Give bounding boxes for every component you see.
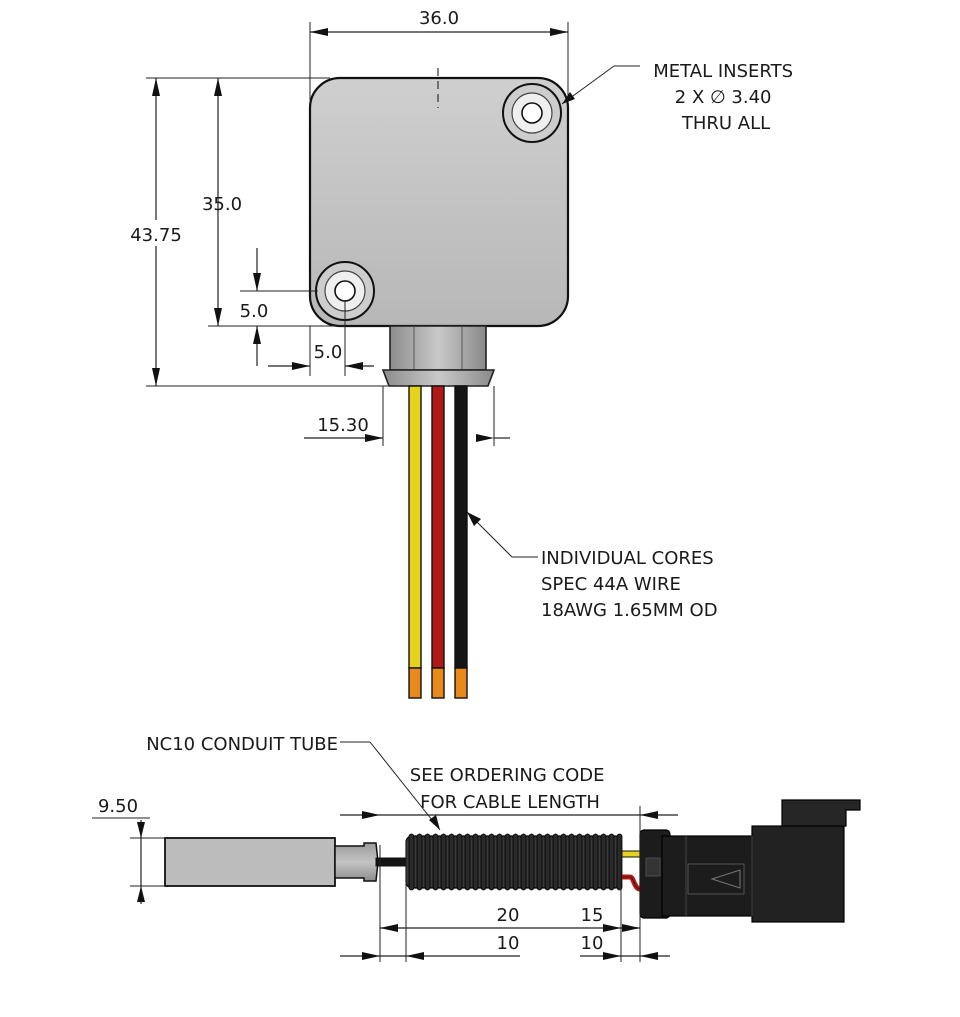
sensor-body-side: [164, 837, 336, 887]
dim-width-label: 36.0: [419, 8, 459, 29]
dim-height-body-label: 35.0: [202, 194, 242, 215]
dim-height-total: 43.75: [122, 77, 388, 387]
callout-conduit: NC10 CONDUIT TUBE: [146, 734, 441, 831]
callout-cores-line-1: INDIVIDUAL CORES: [541, 548, 714, 569]
wire-black: [454, 385, 468, 699]
gland-side: [334, 842, 379, 882]
callout-individual-cores: INDIVIDUAL CORES SPEC 44A WIRE 18AWG 1.6…: [466, 511, 719, 621]
dim-hole-offset-x: 5.0: [268, 300, 374, 376]
svg-text:INDIVIDUAL CORES SPEC: INDIVIDUAL CORES SPEC 44A WIRE 18AWG 1.6…: [541, 548, 719, 621]
ordering-note-line-1: SEE ORDERING CODE: [410, 765, 605, 786]
conduit-rib: [560, 833, 567, 891]
conduit-rib: [464, 833, 471, 891]
callout-inserts-line-2: 2 X ∅ 3.40: [675, 87, 772, 108]
callout-metal-inserts: METAL INSERTS 2 X ∅ 3.40 THRU ALL: [561, 61, 799, 134]
svg-text:METAL INSERTS 2 X ∅ 3.: METAL INSERTS 2 X ∅ 3.40 THRU ALL: [653, 61, 799, 134]
top-view: 36.0 43.75 35.0 5.0: [122, 8, 799, 699]
dim-thickness-label: 9.50: [98, 796, 138, 817]
connector: [639, 799, 861, 923]
conduit-rib: [416, 833, 423, 891]
conduit-rib: [568, 833, 575, 891]
dim-height-body: 35.0: [202, 77, 345, 327]
conduit-rib: [480, 833, 487, 891]
conduit-rib: [552, 833, 559, 891]
wire-yellow: [408, 385, 422, 699]
conduit-rib: [544, 833, 551, 891]
conduit-rib: [440, 833, 447, 891]
conduit-rib: [448, 833, 455, 891]
callout-inserts-line-1: METAL INSERTS: [653, 61, 793, 82]
conduit-rib: [456, 833, 463, 891]
dim-len-20-label: 20: [497, 905, 520, 926]
dim-thickness: 9.50: [92, 796, 165, 904]
conduit-rib: [496, 833, 503, 891]
conduit-label: NC10 CONDUIT TUBE: [146, 734, 338, 755]
dim-wire-span-label: 15.30: [317, 415, 369, 436]
callout-inserts-line-3: THRU ALL: [681, 113, 770, 134]
conduit-rib: [584, 833, 591, 891]
side-view: 9.50 SEE ORDERING CODE FOR CABLE LENGTH …: [92, 734, 861, 962]
dim-row-10-10: 10 10: [340, 933, 670, 960]
cable-gland: [381, 325, 496, 387]
ordering-note-line-2: FOR CABLE LENGTH: [420, 792, 600, 813]
callout-cores-line-3: 18AWG 1.65MM OD: [541, 600, 718, 621]
dim-hole-offset-y-label: 5.0: [240, 301, 269, 322]
svg-text:SEE ORDERING CODE FOR: SEE ORDERING CODE FOR CABLE LENGTH: [410, 765, 610, 813]
conduit-rib: [424, 833, 431, 891]
dim-len-10-right-label: 10: [581, 933, 604, 954]
conduit-rib: [536, 833, 543, 891]
dim-width: 36.0: [309, 8, 569, 100]
dim-len-10-left-label: 10: [497, 933, 520, 954]
conduit-rib: [592, 833, 599, 891]
metal-insert-bottom: [315, 261, 375, 321]
conduit-rib: [432, 833, 439, 891]
conduit-rib: [472, 833, 479, 891]
conduit-rib: [600, 833, 607, 891]
conduit-rib: [512, 833, 519, 891]
dim-cable-length: SEE ORDERING CODE FOR CABLE LENGTH: [340, 765, 678, 819]
dim-height-total-label: 43.75: [130, 225, 182, 246]
conduit-rib: [408, 833, 415, 891]
dim-hole-offset-y: 5.0: [240, 248, 318, 366]
conduit-rib: [528, 833, 535, 891]
metal-insert-top: [502, 83, 562, 143]
conduit-rib: [608, 833, 615, 891]
dim-wire-span: 15.30: [304, 386, 510, 446]
conduit-rib: [520, 833, 527, 891]
conduit-rib: [488, 833, 495, 891]
conduit-tube: [405, 833, 623, 891]
wire-red: [431, 385, 445, 699]
conduit-rib: [504, 833, 511, 891]
dim-hole-offset-x-label: 5.0: [314, 342, 343, 363]
dim-len-15-label: 15: [581, 905, 604, 926]
conduit-rib: [576, 833, 583, 891]
callout-cores-line-2: SPEC 44A WIRE: [541, 574, 681, 595]
dim-row-20-15: 20 15: [380, 905, 640, 932]
